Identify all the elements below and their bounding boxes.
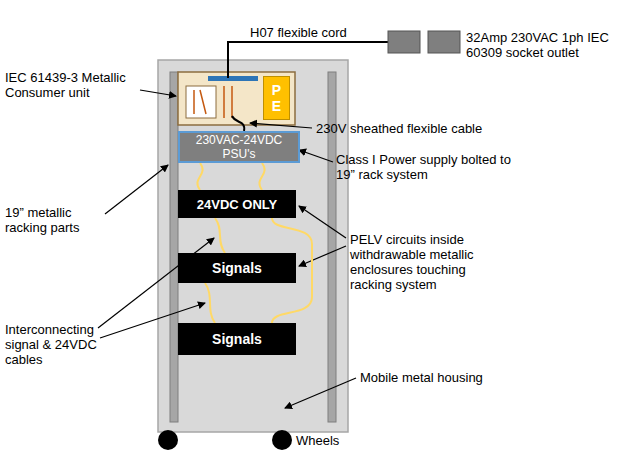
- socket: [428, 31, 460, 53]
- leader-arrow: [285, 378, 356, 408]
- leader-arrow: [98, 238, 214, 328]
- pe-terminal: P E: [263, 76, 290, 120]
- callout-label: IEC 61439-3 Metallic Consumer unit: [5, 70, 145, 100]
- leader-arrow: [105, 165, 168, 214]
- box-text: P E: [272, 82, 282, 114]
- dc-enclosure: 24VDC ONLY: [178, 190, 296, 218]
- callout-label: PELV circuits inside withdrawable metall…: [350, 232, 500, 292]
- h07-cord: [228, 42, 388, 78]
- cable: [205, 283, 215, 323]
- busbar: [208, 76, 258, 81]
- signal-enclosure: Signals: [178, 323, 296, 355]
- leader-arrow: [250, 123, 312, 128]
- mobile-housing: [158, 60, 348, 432]
- callout-label: Interconnecting signal & 24VDC cables: [5, 322, 115, 367]
- leader-arrow: [299, 246, 346, 266]
- wheel: [272, 430, 292, 450]
- box-text: Signals: [212, 260, 262, 276]
- callout-label: Class I Power supply bolted to 19” rack …: [336, 152, 511, 182]
- box-text: Signals: [212, 331, 262, 347]
- callout-label: 19” metallic racking parts: [5, 205, 105, 235]
- leader-arrow: [140, 90, 176, 96]
- wheel: [158, 430, 178, 450]
- cable: [197, 163, 202, 190]
- box-text: 230VAC-24VDC PSU's: [180, 133, 298, 161]
- callout-label: 230V sheathed flexible cable: [316, 121, 482, 136]
- callout-label: Mobile metal housing: [360, 370, 483, 385]
- plug: [388, 31, 420, 53]
- breaker-wiring: [194, 86, 232, 118]
- sheathed-cable: [232, 116, 244, 131]
- consumer-unit: [178, 72, 295, 125]
- signal-enclosure: Signals: [178, 253, 296, 283]
- box-text: 24VDC ONLY: [197, 197, 277, 212]
- callout-label: 32Amp 230VAC 1ph IEC 60309 socket outlet: [466, 30, 631, 60]
- psu-box: 230VAC-24VDC PSU's: [178, 131, 300, 163]
- rack-rail: [170, 72, 178, 422]
- callout-label: Wheels: [296, 433, 339, 448]
- breaker: [186, 86, 216, 118]
- cable: [259, 163, 264, 190]
- cable: [215, 218, 225, 253]
- leader-arrow: [299, 150, 333, 162]
- callout-label: H07 flexible cord: [250, 25, 347, 40]
